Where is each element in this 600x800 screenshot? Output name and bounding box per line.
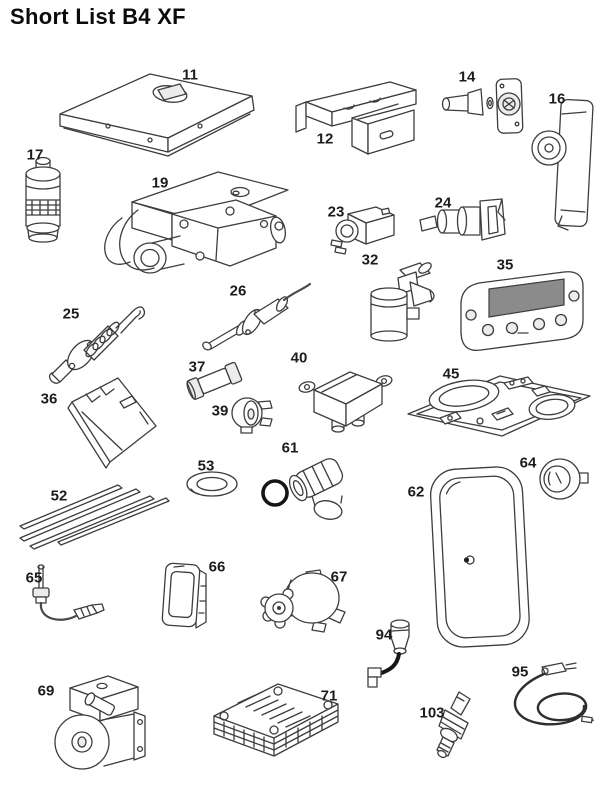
part-24-thermostat-drawing (419, 198, 506, 241)
part-36-control-box-drawing (67, 377, 157, 469)
part-67-label: 67 (330, 568, 348, 586)
part-69-label: 69 (37, 682, 55, 700)
part-94-ignition-lead-drawing (367, 619, 410, 688)
part-103-label: 103 (419, 704, 445, 722)
part-39-pressure-switch-drawing (231, 397, 273, 434)
part-23-switch-drawing (330, 206, 395, 255)
part-24-label: 24 (434, 194, 452, 212)
part-45-label: 45 (442, 365, 460, 383)
part-12-bracket-drawing (295, 81, 417, 155)
part-16-fan-panel-drawing (531, 98, 594, 231)
part-71-label: 71 (320, 687, 338, 705)
part-19-gas-valve-drawing (104, 171, 289, 274)
part-39-label: 39 (211, 402, 229, 420)
part-36-label: 36 (40, 390, 58, 408)
page-title: Short List B4 XF (10, 4, 186, 29)
part-65-sensor-lead-drawing (32, 564, 105, 621)
part-32-valve-drawing (370, 262, 435, 342)
part-53-washer-drawing (186, 471, 238, 497)
part-17-label: 17 (26, 146, 44, 164)
part-65-label: 65 (25, 569, 43, 587)
part-25-electrode-drawing (48, 306, 146, 384)
part-62-label: 62 (407, 483, 425, 501)
part-45-gasket-kit-drawing (407, 375, 591, 437)
part-64-gauge-drawing (539, 458, 589, 500)
part-52-rod-set-drawing (19, 484, 170, 550)
part-26-label: 26 (229, 282, 247, 300)
part-11-label: 11 (182, 66, 198, 84)
part-71-heat-exchanger-drawing (213, 683, 339, 757)
part-12-label: 12 (316, 130, 334, 148)
part-61-elbow-fitting-drawing (261, 458, 344, 520)
part-94-label: 94 (375, 626, 393, 644)
part-37-fuse-drawing (186, 361, 243, 400)
part-32-label: 32 (361, 251, 379, 269)
part-61-label: 61 (281, 439, 299, 457)
part-14-electrode-drawing (441, 78, 524, 134)
part-35-control-display-drawing (460, 271, 584, 352)
part-25-label: 25 (62, 305, 80, 323)
part-19-label: 19 (151, 174, 169, 192)
part-35-label: 35 (496, 256, 514, 274)
part-64-label: 64 (519, 454, 537, 472)
part-16-label: 16 (548, 90, 566, 108)
part-14-label: 14 (458, 68, 476, 86)
part-26-electrode-drawing (202, 282, 312, 351)
part-53-label: 53 (197, 457, 215, 475)
part-66-cover-box-drawing (161, 562, 207, 629)
part-17-filter-cartridge-drawing (25, 156, 61, 243)
part-37-label: 37 (188, 358, 206, 376)
part-69-pump-drawing (54, 675, 146, 770)
part-11-cover-drawing (59, 73, 255, 157)
part-67-valve-motor-drawing (260, 569, 346, 633)
part-52-label: 52 (50, 487, 68, 505)
part-95-ignition-cable-drawing (513, 662, 594, 726)
part-66-label: 66 (208, 558, 226, 576)
part-23-label: 23 (327, 203, 345, 221)
part-40-ignition-box-drawing (298, 371, 393, 433)
part-103-electrode-drawing (436, 691, 471, 759)
part-40-label: 40 (290, 349, 308, 367)
part-62-door-panel-drawing (429, 466, 530, 648)
part-95-label: 95 (511, 663, 529, 681)
